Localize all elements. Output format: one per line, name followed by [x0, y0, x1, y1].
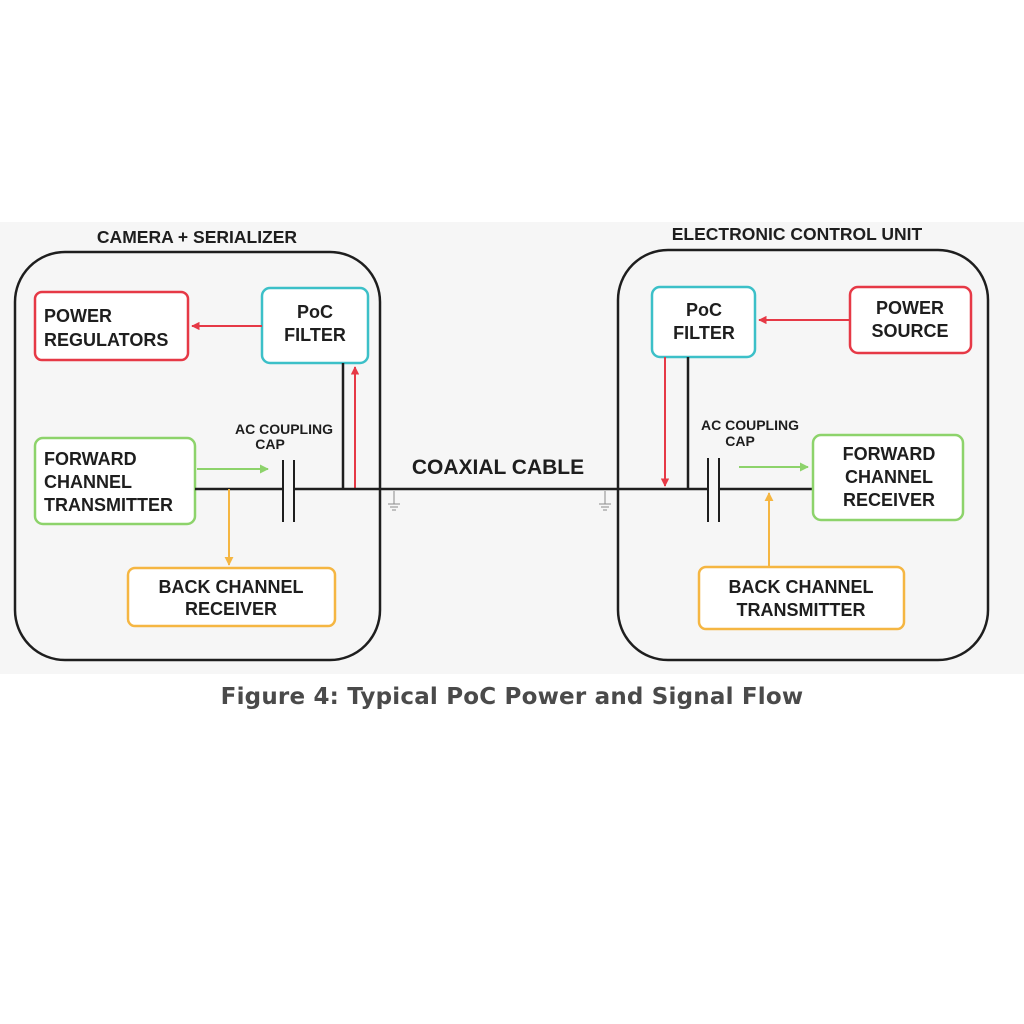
back-receiver-line2: RECEIVER — [185, 599, 277, 619]
ground-symbol-right — [599, 491, 611, 511]
back-transmitter-line2: TRANSMITTER — [737, 600, 866, 620]
figure-caption: Figure 4: Typical PoC Power and Signal F… — [220, 684, 804, 710]
forward-transmitter-line3: TRANSMITTER — [44, 495, 173, 515]
right-unit-title: ELECTRONIC CONTROL UNIT — [672, 224, 923, 244]
left-poc-filter-line1: PoC — [297, 302, 333, 322]
right-unit-frame — [616, 248, 990, 662]
forward-receiver-line3: RECEIVER — [843, 490, 935, 510]
left-poc-filter-line2: FILTER — [284, 325, 346, 345]
right-poc-filter-line1: PoC — [686, 300, 722, 320]
ground-symbol-left — [388, 491, 400, 511]
forward-channel-transmitter-box — [33, 436, 197, 526]
left-cap-label-line1: AC COUPLING — [235, 421, 333, 437]
back-channel-receiver-box — [126, 566, 337, 628]
left-cap-label-line2: CAP — [255, 436, 285, 452]
left-unit-frame — [13, 250, 382, 662]
back-receiver-line1: BACK CHANNEL — [159, 577, 304, 597]
forward-channel-receiver-box — [811, 433, 965, 522]
right-cap-label-line1: AC COUPLING — [701, 417, 799, 433]
power-source-line1: POWER — [876, 298, 944, 318]
back-transmitter-line1: BACK CHANNEL — [729, 577, 874, 597]
right-cap-label-line2: CAP — [725, 433, 755, 449]
forward-transmitter-line1: FORWARD — [44, 449, 137, 469]
power-regulators-line1: POWER — [44, 306, 112, 326]
right-poc-filter-line2: FILTER — [673, 323, 735, 343]
power-regulators-box — [33, 290, 190, 362]
coaxial-cable-label: COAXIAL CABLE — [412, 456, 584, 479]
forward-receiver-line2: CHANNEL — [845, 467, 933, 487]
power-source-line2: SOURCE — [871, 321, 948, 341]
left-unit-title: CAMERA + SERIALIZER — [97, 227, 297, 247]
right-poc-filter-box — [650, 285, 757, 359]
power-source-box — [848, 285, 973, 355]
forward-transmitter-line2: CHANNEL — [44, 472, 132, 492]
back-channel-transmitter-box — [697, 565, 906, 631]
power-regulators-line2: REGULATORS — [44, 330, 168, 350]
forward-receiver-line1: FORWARD — [843, 444, 936, 464]
